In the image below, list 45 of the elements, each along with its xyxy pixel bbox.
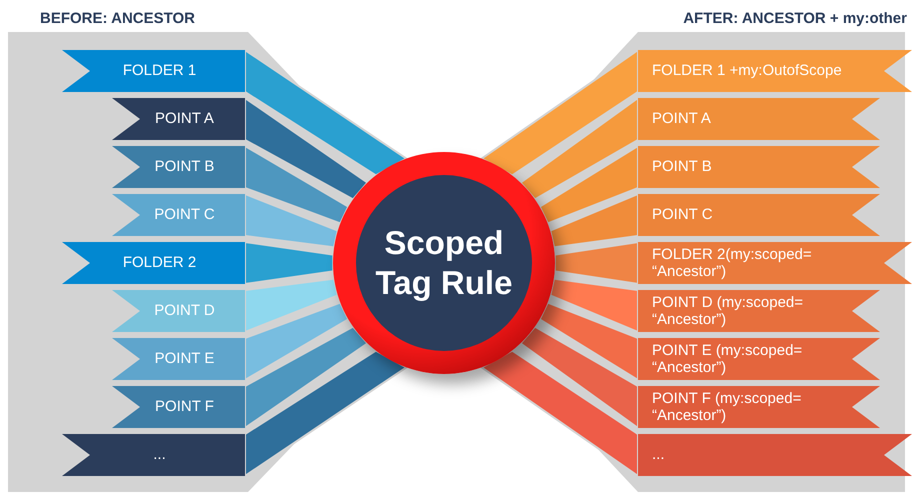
ribbon-banner bbox=[638, 242, 912, 284]
fan-band bbox=[554, 240, 639, 286]
ribbon-banner bbox=[638, 386, 880, 428]
ribbon-banner bbox=[638, 290, 880, 332]
banner-text: POINT F (my:scoped= “Ancestor”) bbox=[652, 390, 802, 424]
ribbon-banner bbox=[62, 434, 245, 476]
ribbon-banner bbox=[62, 242, 245, 284]
banner-text: POINT D (my:scoped= “Ancestor”) bbox=[652, 294, 804, 328]
fan-band bbox=[244, 240, 334, 286]
banner-text: POINT C bbox=[652, 206, 713, 224]
banner-text: FOLDER 1 bbox=[122, 62, 196, 80]
ribbon-banner bbox=[638, 50, 912, 92]
circle-title: Scoped Tag Rule bbox=[374, 223, 514, 303]
banner-text: POINT E bbox=[154, 350, 214, 368]
banner-text: POINT A bbox=[652, 110, 711, 128]
banner-text: POINT C bbox=[154, 206, 215, 224]
banner-text: POINT B bbox=[154, 158, 214, 176]
banner-text: ... bbox=[153, 446, 166, 464]
banner-text: POINT E (my:scoped= “Ancestor”) bbox=[652, 342, 804, 376]
column-heading: AFTER: ANCESTOR + my:other bbox=[683, 9, 907, 29]
ribbon-banner bbox=[112, 98, 245, 140]
ribbon-banner bbox=[638, 338, 880, 380]
fan-band bbox=[549, 277, 639, 334]
ribbon-banner bbox=[638, 98, 880, 140]
fan-band bbox=[244, 192, 339, 248]
banner-text: ... bbox=[652, 446, 665, 464]
ribbon-banner bbox=[62, 50, 245, 92]
fan-band bbox=[549, 192, 639, 249]
ribbon-banner bbox=[112, 146, 245, 188]
ribbon-banner bbox=[112, 290, 245, 332]
ribbon-banner bbox=[638, 194, 880, 236]
banner-text: POINT A bbox=[155, 110, 214, 128]
banner-text: POINT D bbox=[154, 302, 215, 320]
ribbon-banner bbox=[112, 386, 245, 428]
ribbon-banner bbox=[638, 434, 912, 476]
ribbon-banner bbox=[112, 338, 245, 380]
ribbon-banner bbox=[112, 194, 245, 236]
banner-text: FOLDER 1 +my:OutofScope bbox=[652, 62, 842, 80]
banner-text: FOLDER 2 bbox=[122, 254, 196, 272]
banner-text: POINT B bbox=[652, 158, 712, 176]
ribbon-banner bbox=[638, 146, 880, 188]
fan-band bbox=[244, 278, 339, 334]
banner-text: POINT F bbox=[155, 398, 214, 416]
banner-text: FOLDER 2(my:scoped= “Ancestor”) bbox=[652, 246, 813, 280]
column-heading: BEFORE: ANCESTOR bbox=[40, 9, 196, 29]
